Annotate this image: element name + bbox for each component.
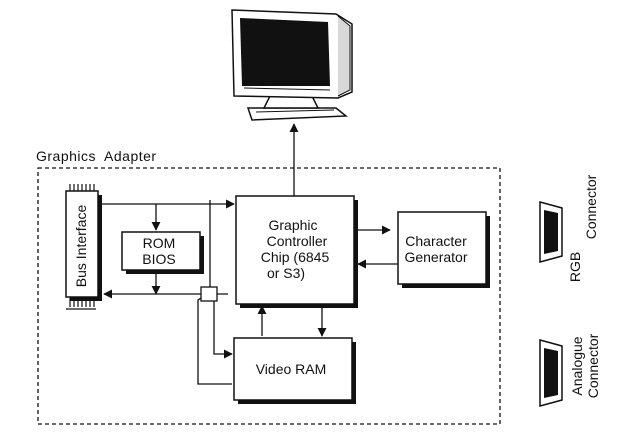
character-generator-line2: Generator [404,249,467,265]
analogue-connector-label-line1: Analogue [569,336,585,395]
graphic-controller-line4: or S3) [267,265,305,281]
graphic-controller-block: Graphic Controller Chip (6845 or S3) [235,195,358,308]
bus-junction [200,286,218,302]
rom-bios-label-line2: BIOS [142,251,175,267]
adapter-label: Graphics Adapter [36,148,157,164]
video-ram-label: Video RAM [256,361,327,377]
rom-bios-label-line1: ROM [143,235,176,251]
analogue-connector-label-line2: Connector [585,333,601,398]
character-generator-line1: Character [405,233,467,249]
analogue-connector-icon [539,339,563,407]
rgb-connector-label-line1: RGB [567,252,583,282]
graphic-controller-line2: Controller [267,233,328,249]
video-ram-block: Video RAM [233,337,356,404]
rgb-connector-icon [539,201,563,263]
monitor-icon [231,9,353,121]
rom-bios-block: ROM BIOS [121,231,204,274]
controller-links [257,123,398,337]
bus-interface-block: Bus Interface [65,184,102,310]
graphic-controller-line3: Chip (6845 [261,249,330,265]
adapter-boundary [37,167,501,425]
graphic-controller-line1: Graphic [268,217,317,233]
character-generator-block: Character Generator [397,211,490,288]
rgb-connector-label-line2: Connector [583,174,599,239]
bus-interface-label: Bus Interface [73,205,89,288]
